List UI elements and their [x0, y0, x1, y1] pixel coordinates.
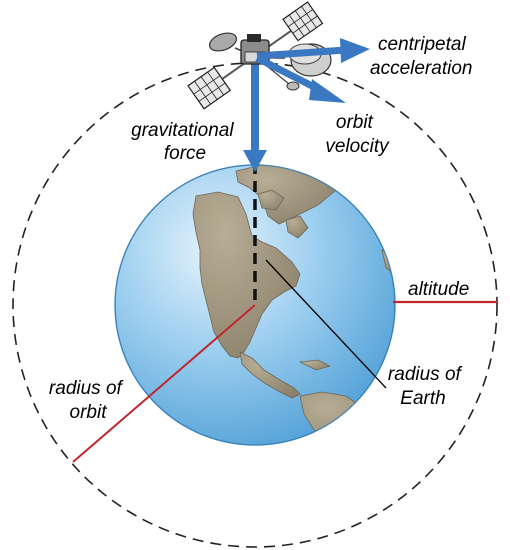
- radius-orbit-label-line1: radius of: [49, 378, 124, 399]
- orbit-velocity-label: orbit velocity: [325, 112, 390, 157]
- radius-earth-line: [265, 259, 387, 389]
- centripetal-label-line1: centripetal: [378, 34, 466, 55]
- gravitational-force-arrow: [243, 58, 267, 172]
- radius-earth-label-line1: radius of: [388, 364, 463, 385]
- radius-orbit-line: [72, 304, 256, 463]
- radius-of-orbit-label: radius of orbit: [49, 378, 127, 423]
- gravitational-label-line2: force: [164, 143, 206, 164]
- gravitational-label-line1: gravitational: [131, 120, 234, 141]
- altitude-label: altitude: [408, 279, 469, 300]
- centripetal-label-line2: acceleration: [370, 58, 472, 79]
- radius-orbit-label-line2: orbit: [70, 402, 108, 423]
- gravitational-force-label: gravitational force: [131, 120, 239, 164]
- centripetal-acceleration-label: centripetal acceleration: [370, 34, 472, 79]
- radius-of-earth-label: radius of Earth: [388, 364, 466, 409]
- orbit-velocity-arrow: [255, 54, 346, 103]
- radius-earth-label-line2: Earth: [400, 388, 445, 409]
- orbit-velocity-label-line2: velocity: [325, 136, 390, 157]
- orbit-velocity-label-line1: orbit: [336, 112, 374, 133]
- centripetal-acceleration-arrow: [256, 38, 370, 63]
